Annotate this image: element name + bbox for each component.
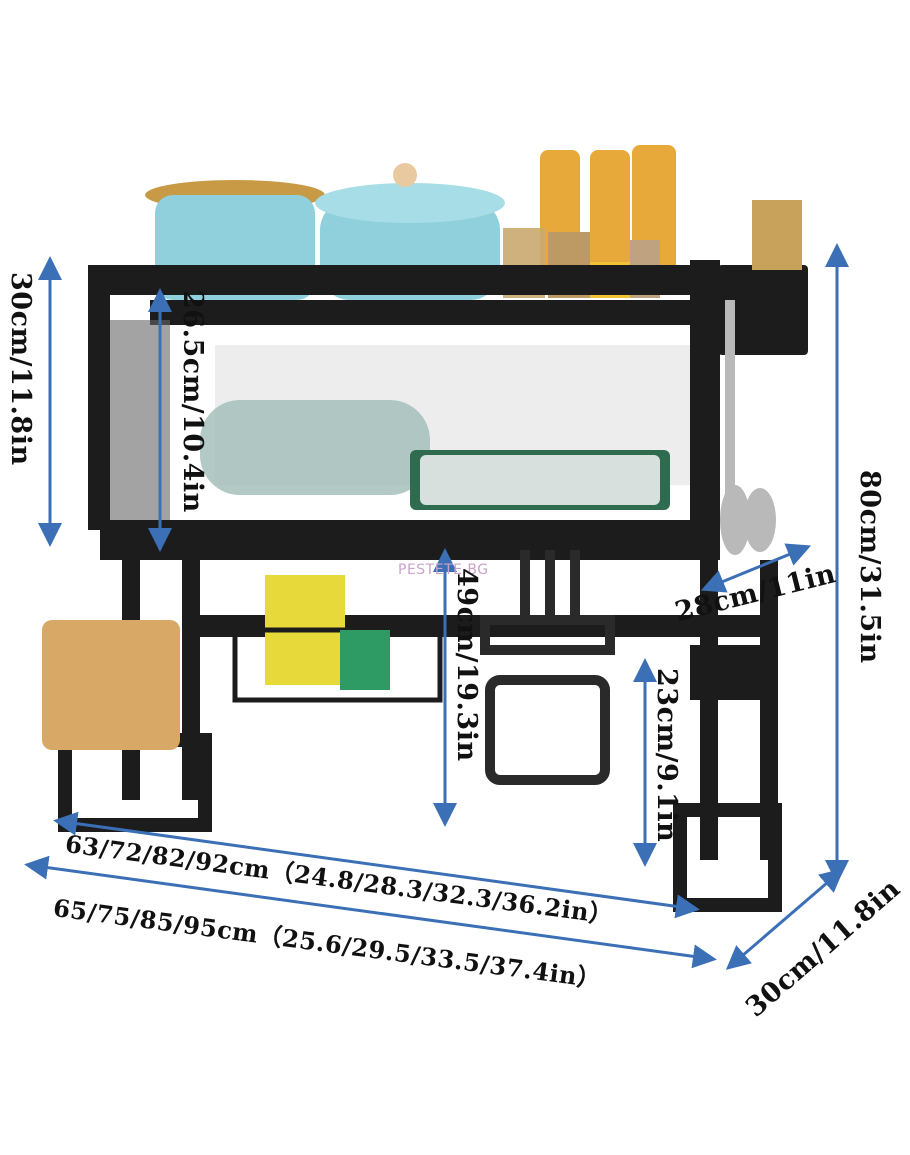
label-total-height: 80cm/31.5in bbox=[854, 470, 885, 664]
dim-line-side-depth bbox=[700, 543, 812, 593]
label-inner-shelf-height: 26.5cm/10.4in bbox=[177, 290, 208, 513]
watermark: PESTETE.BG bbox=[398, 562, 489, 578]
label-crossbar-height: 23cm/9.1in bbox=[651, 668, 682, 843]
label-clearance-height: 49cm/19.3in bbox=[451, 568, 482, 762]
utensils bbox=[720, 200, 802, 555]
label-left-shelf-height: 30cm/11.8in bbox=[5, 272, 36, 466]
dim-line-outer-width bbox=[24, 855, 717, 969]
basket bbox=[232, 575, 443, 703]
dimension-lines bbox=[24, 243, 849, 970]
plates bbox=[200, 400, 670, 510]
dim-line-base-depth bbox=[725, 868, 845, 970]
cutting-board bbox=[42, 620, 180, 750]
knife-holder bbox=[480, 550, 615, 785]
